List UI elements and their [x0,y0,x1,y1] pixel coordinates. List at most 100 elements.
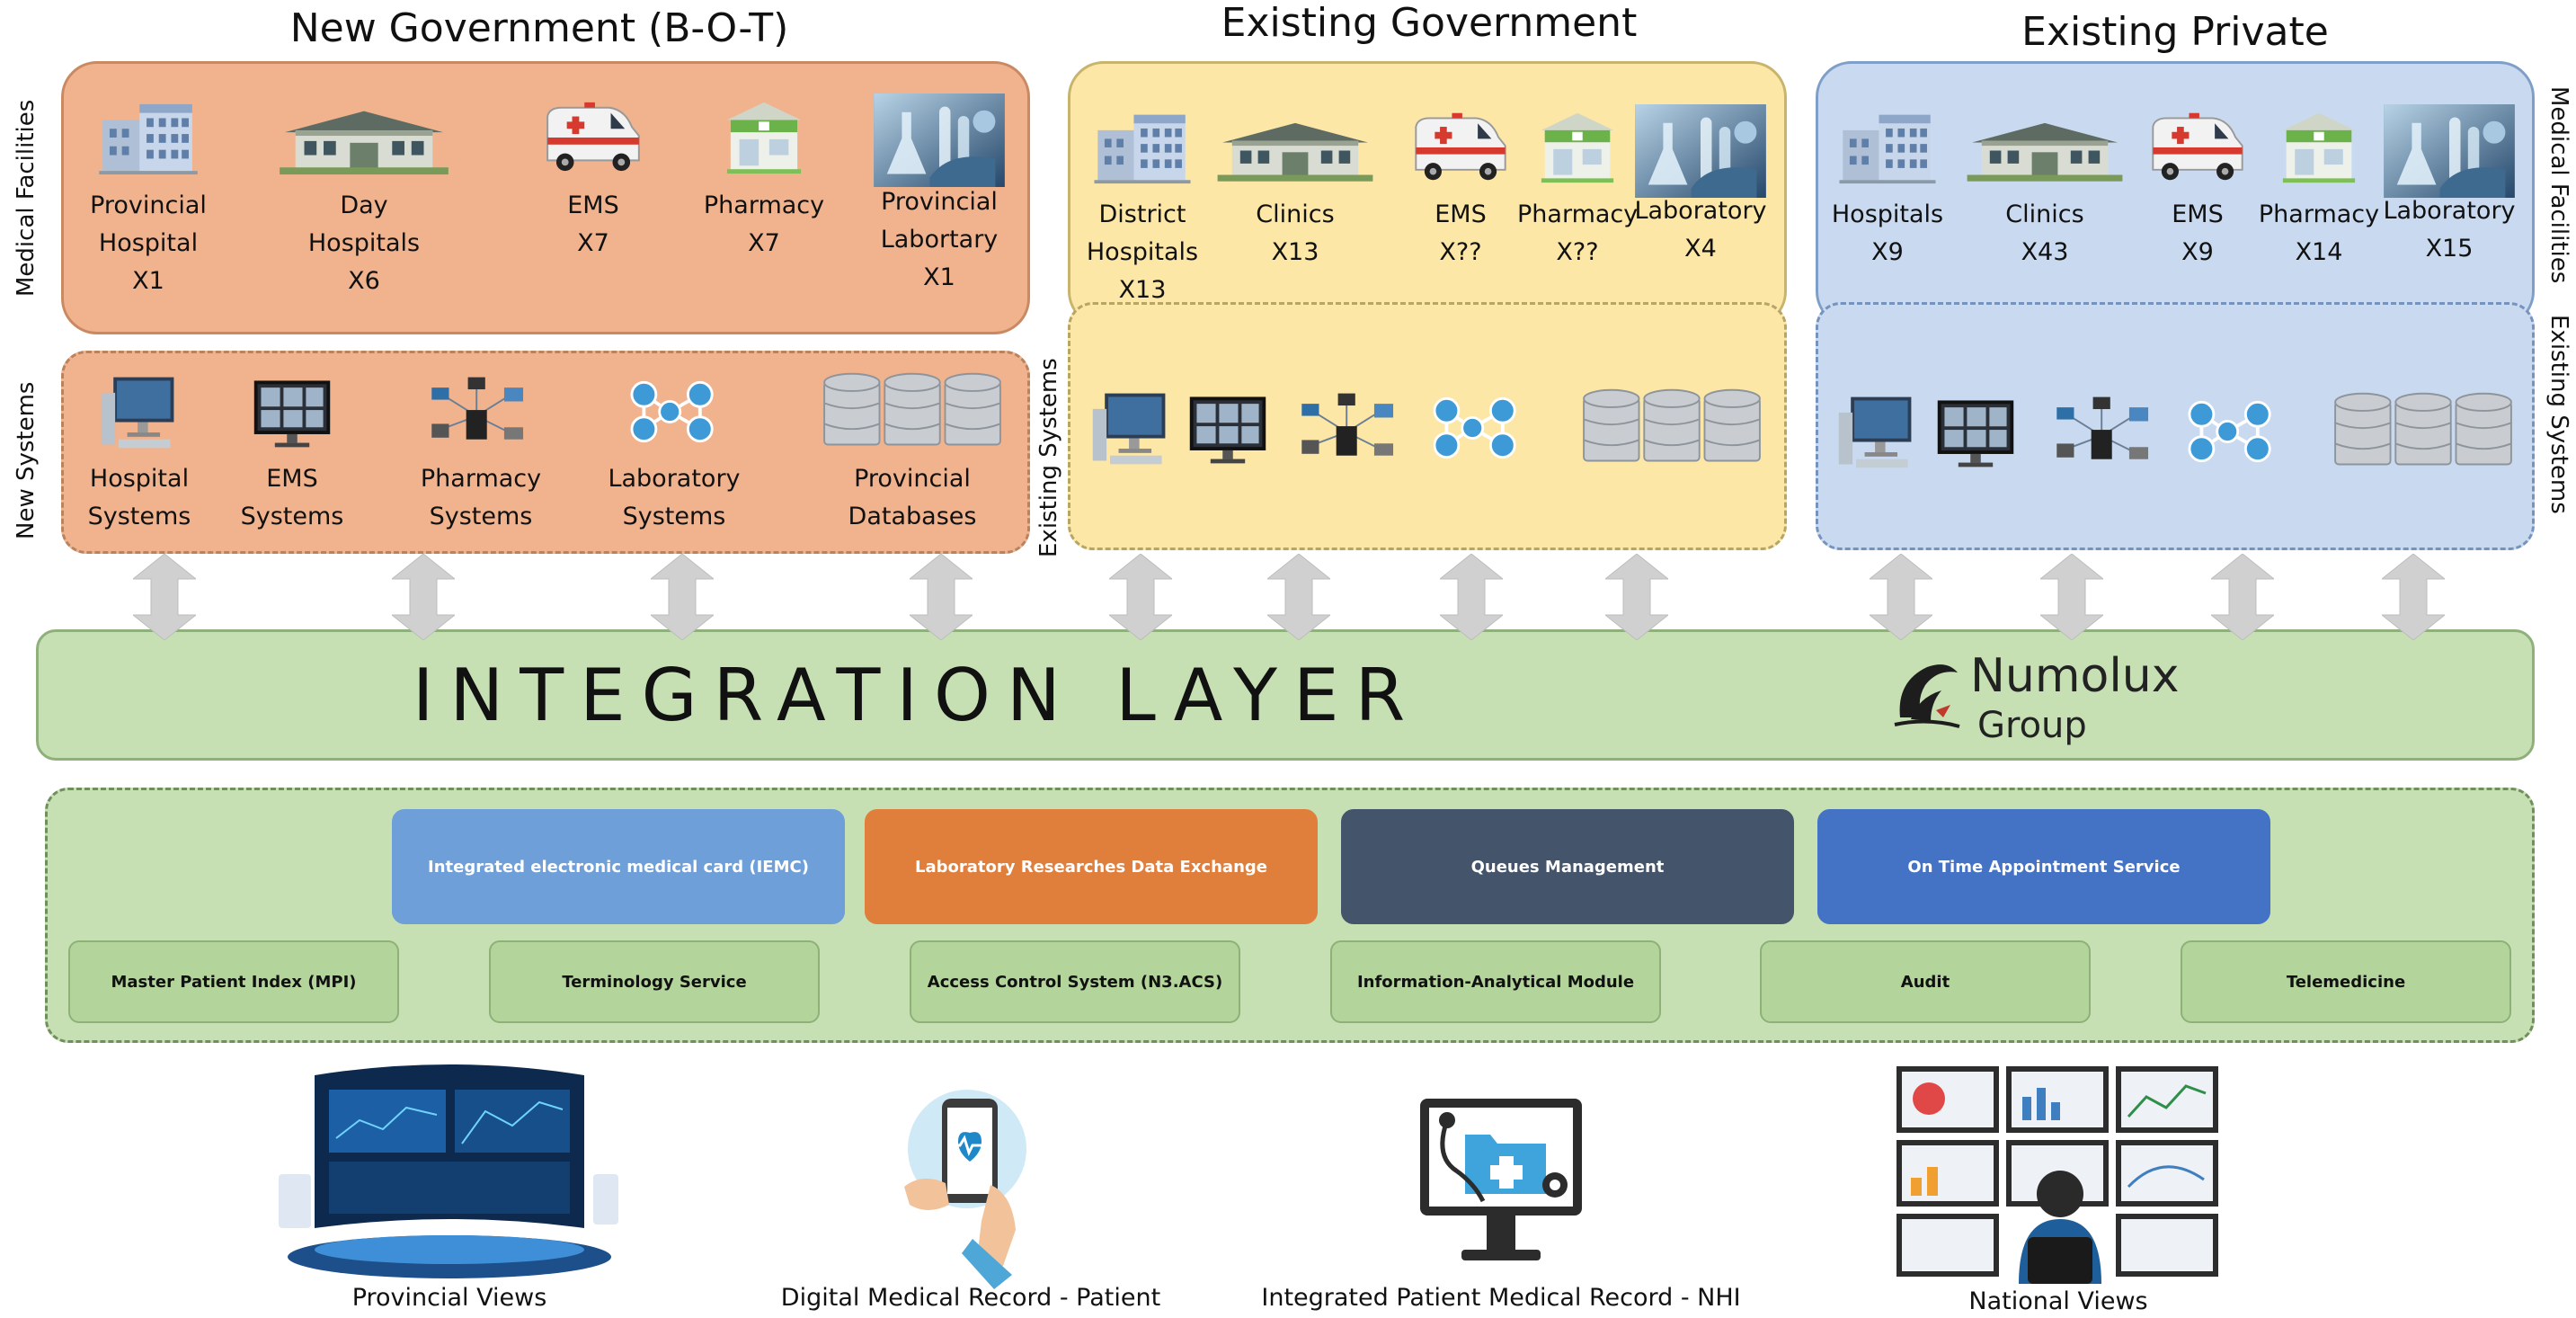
facility-district-hospitals: District Hospitals X13 [1075,108,1210,309]
view-label-integrated-patient-record: Integrated Patient Medical Record - NHI [1261,1284,1741,1312]
monitor-icon [249,369,335,455]
service-audit: Audit [1760,940,2091,1023]
facility-pharmacy: Pharmacy X7 [692,97,836,263]
facility-label: EMS X7 [567,191,619,257]
system-label: EMS Systems [240,465,344,530]
logo-name: Numolux [1970,649,2180,703]
facility-label: Hospitals X9 [1831,200,1944,266]
system-pharmacy: Pharmacy Systems [404,369,557,536]
service-mpi: Master Patient Index (MPI) [68,940,399,1023]
hospital-building-icon [1090,108,1195,185]
facility-label: Clinics X13 [1256,200,1335,266]
system-label: Hospital Systems [87,465,191,530]
network-devices-icon [2049,388,2163,475]
double-arrow-icon [1267,554,1330,640]
service-queues-management: Queues Management [1341,809,1794,924]
logo-subtitle: Group [1977,705,2087,746]
double-arrow-icon [2382,554,2445,640]
side-label-medical-facilities-left: Medical Facilities [13,99,40,297]
service-label: Queues Management [1470,857,1665,877]
service-label: Information-Analytical Module [1356,972,1635,992]
system-provincial-databases: Provincial Databases [809,369,1016,536]
side-label-existing-systems-right: Existing Systems [2545,315,2572,514]
database-icon [813,369,1011,455]
clinic-building-icon [1214,108,1376,185]
service-label: Laboratory Researches Data Exchange [915,857,1267,877]
network-nodes-icon [2175,388,2288,475]
ambulance-icon [1408,108,1513,185]
integration-layer-title: INTEGRATION LAYER [412,653,1422,737]
facility-laboratory: Laboratory X4 [1629,104,1772,268]
clinic-building-icon [274,97,454,176]
clinic-building-icon [1964,108,2126,185]
facility-ems: EMS X7 [530,97,656,263]
facility-provincial-hospital: Provincial Hospital X1 [72,97,225,300]
database-icon [1573,385,1771,471]
service-label: On Time Appointment Service [1907,857,2181,877]
computer-workstation-icon [1088,385,1174,471]
control-room-icon [1896,1066,2218,1284]
double-arrow-icon [392,554,455,640]
facility-label: Provincial Hospital X1 [90,191,207,295]
facility-pharmacy: Pharmacy X?? [1517,108,1638,272]
double-arrow-icon [651,554,714,640]
group-title-existing-private: Existing Private [2021,9,2329,55]
smartphone-health-icon [904,1090,1026,1289]
service-access-control: Access Control System (N3.ACS) [910,940,1240,1023]
double-arrow-icon [1109,554,1172,640]
service-iemc: Integrated electronic medical card (IEMC… [392,809,845,924]
database-icon [2324,388,2522,475]
network-devices-icon [424,369,537,455]
facility-label: Laboratory X15 [2383,197,2516,263]
facility-clinics: Clinics X43 [1959,108,2130,272]
system-label: Laboratory Systems [608,465,741,530]
facility-hospitals: Hospitals X9 [1825,108,1950,272]
system-hospital: Hospital Systems [72,369,207,536]
facility-label: Day Hospitals X6 [307,191,421,295]
double-arrow-icon [1605,554,1668,640]
monitor-icon [1185,385,1271,471]
facility-pharmacy: Pharmacy X14 [2256,108,2382,272]
facility-provincial-laboratory: Provincial Labortary X1 [863,94,1016,297]
monitor-icon [1932,388,2019,475]
integration-layer-band [36,629,2535,761]
double-arrow-icon [1870,554,1932,640]
pharmacy-icon [1534,108,1621,185]
service-telemedicine: Telemedicine [2181,940,2511,1023]
view-label-national: National Views [1968,1287,2148,1315]
network-nodes-icon [617,369,731,455]
facility-label: Pharmacy X7 [703,191,825,257]
medical-folder-monitor-icon [1420,1099,1582,1260]
pharmacy-icon [719,97,809,176]
laboratory-icon [2380,104,2518,198]
facility-label: Provincial Labortary X1 [880,188,999,291]
facility-ems: EMS X9 [2139,108,2256,272]
facility-clinics: Clinics X13 [1210,108,1381,272]
service-appointment: On Time Appointment Service [1817,809,2270,924]
hospital-building-icon [1835,108,1940,185]
side-label-new-systems: New Systems [13,381,40,539]
service-label: Telemedicine [2286,972,2406,992]
facility-ems: EMS X?? [1402,108,1519,272]
facility-label: Pharmacy X?? [1517,200,1639,266]
service-lab-data-exchange: Laboratory Researches Data Exchange [865,809,1318,924]
service-analytical-module: Information-Analytical Module [1330,940,1661,1023]
facility-label: Pharmacy X14 [2258,200,2380,266]
system-laboratory: Laboratory Systems [593,369,755,536]
service-terminology: Terminology Service [489,940,820,1023]
network-devices-icon [1294,385,1408,471]
facility-day-hospitals: Day Hospitals X6 [270,97,458,300]
double-arrow-icon [133,554,196,640]
view-label-provincial: Provincial Views [351,1284,547,1312]
double-arrow-icon [2211,554,2274,640]
hospital-building-icon [94,97,202,176]
facility-label: EMS X9 [2172,200,2224,266]
system-ems: EMS Systems [225,369,360,536]
service-label: Access Control System (N3.ACS) [927,972,1223,992]
service-label: Integrated electronic medical card (IEMC… [428,857,809,877]
view-label-digital-medical-record: Digital Medical Record - Patient [780,1284,1161,1312]
system-label: Provincial Databases [848,465,977,530]
facility-laboratory: Laboratory X15 [2373,104,2526,268]
facility-label: Clinics X43 [2005,200,2084,266]
facility-label: Laboratory X4 [1634,197,1767,263]
